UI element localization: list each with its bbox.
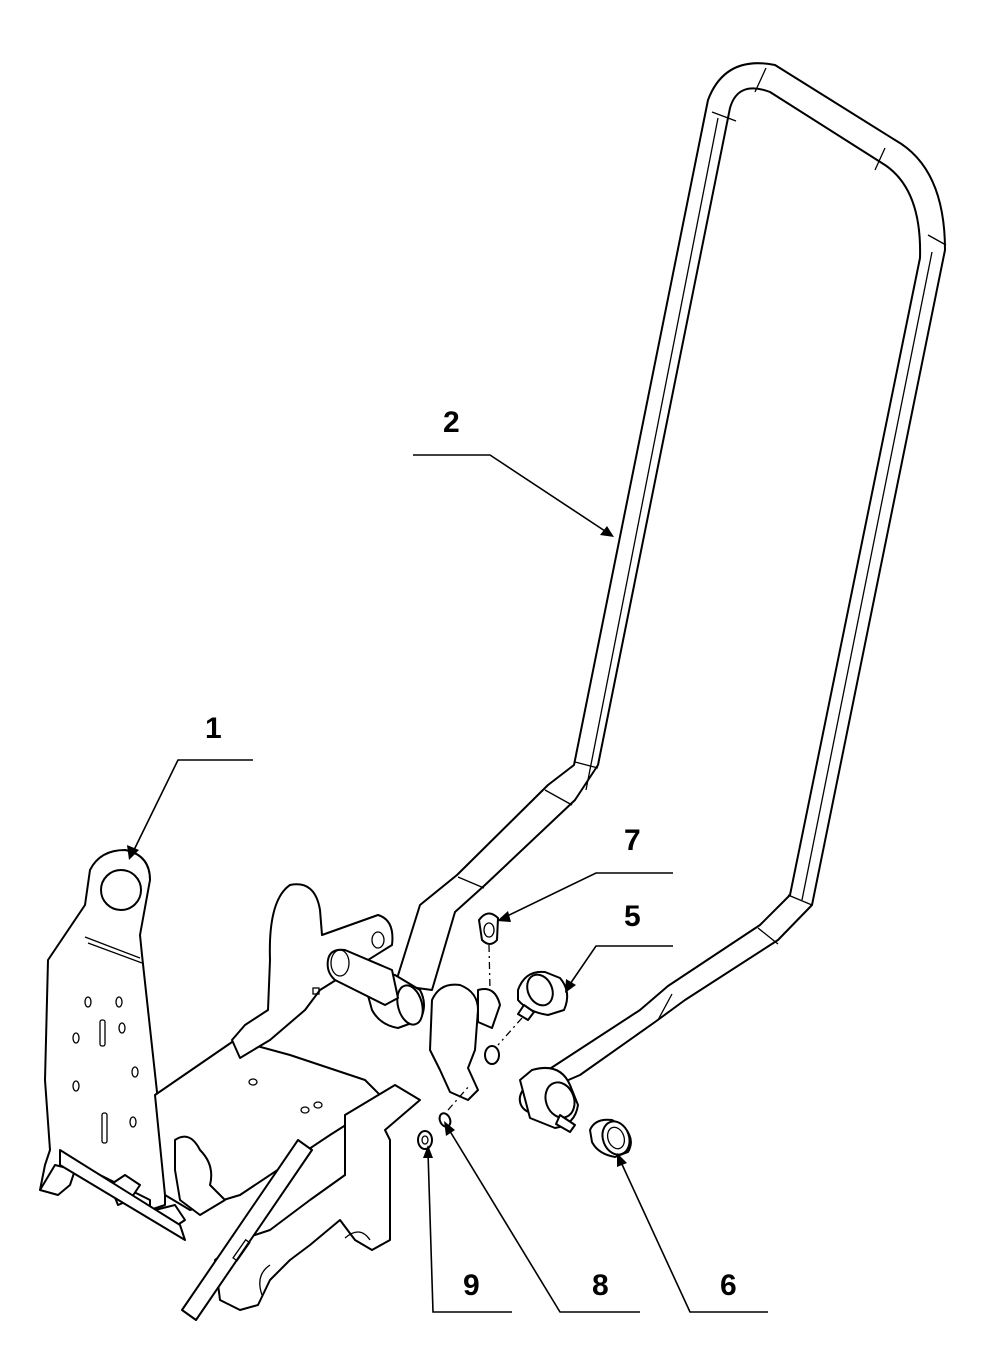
nut [417,1130,433,1150]
callout-5: 5 [565,900,673,993]
bushing [589,1118,632,1158]
callout-6: 6 [617,1153,768,1313]
callout-1-number: 1 [205,712,222,745]
callout-9-number: 9 [463,1269,480,1302]
base-frame [39,849,501,1321]
lynch-pin [478,912,499,991]
callout-9: 9 [423,1145,512,1313]
callout-1: 1 [127,712,253,860]
callout-8-number: 8 [592,1269,609,1302]
callout-5-number: 5 [624,900,641,933]
handle-frame [364,62,947,1133]
knob [497,970,569,1046]
callout-7-number: 7 [624,824,641,857]
callout-2: 2 [413,406,614,537]
washer [438,1084,471,1128]
callout-6-number: 6 [720,1269,737,1302]
callout-7: 7 [497,824,673,922]
callout-2-number: 2 [443,406,460,439]
callout-8: 8 [444,1121,640,1313]
